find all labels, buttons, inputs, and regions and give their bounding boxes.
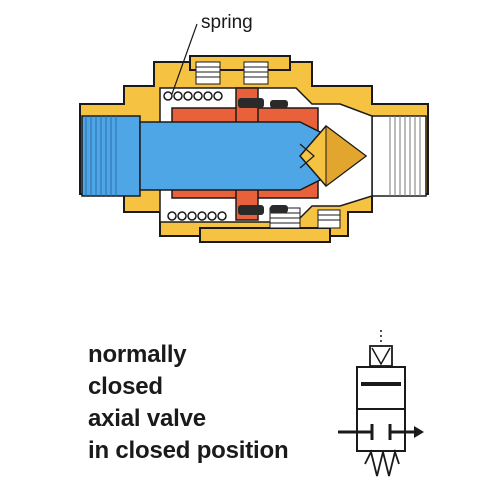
inlet-threads	[85, 116, 117, 196]
symbol-upper-box	[356, 366, 406, 410]
caption-line-2: closed	[88, 373, 163, 400]
spring-label: spring	[201, 12, 253, 33]
caption: normally closed axial valve in closed po…	[88, 339, 289, 467]
seal-top-small	[270, 100, 288, 108]
piston	[139, 87, 321, 221]
outlet-port	[371, 115, 427, 197]
seal-top	[238, 98, 264, 108]
valve-symbol	[338, 330, 424, 477]
bottom-spring	[167, 211, 227, 221]
top-spring	[163, 91, 223, 101]
valve-cone	[299, 124, 368, 188]
spring-leader	[171, 23, 198, 95]
seal-bottom-small	[270, 205, 288, 213]
caption-line-3: axial valve	[88, 405, 206, 432]
symbol-lower-box	[356, 408, 406, 452]
return-spring	[364, 448, 400, 477]
seal-bottom	[238, 205, 264, 215]
pilot-triangle	[371, 347, 391, 366]
outlet-threads	[389, 116, 421, 196]
outlet-arrowhead	[414, 426, 424, 438]
caption-line-4: in closed position	[88, 437, 289, 464]
caption-line-1: normally	[88, 341, 187, 368]
bottom-cap	[199, 227, 331, 243]
top-threads	[195, 61, 269, 85]
piston-bore	[139, 121, 321, 191]
